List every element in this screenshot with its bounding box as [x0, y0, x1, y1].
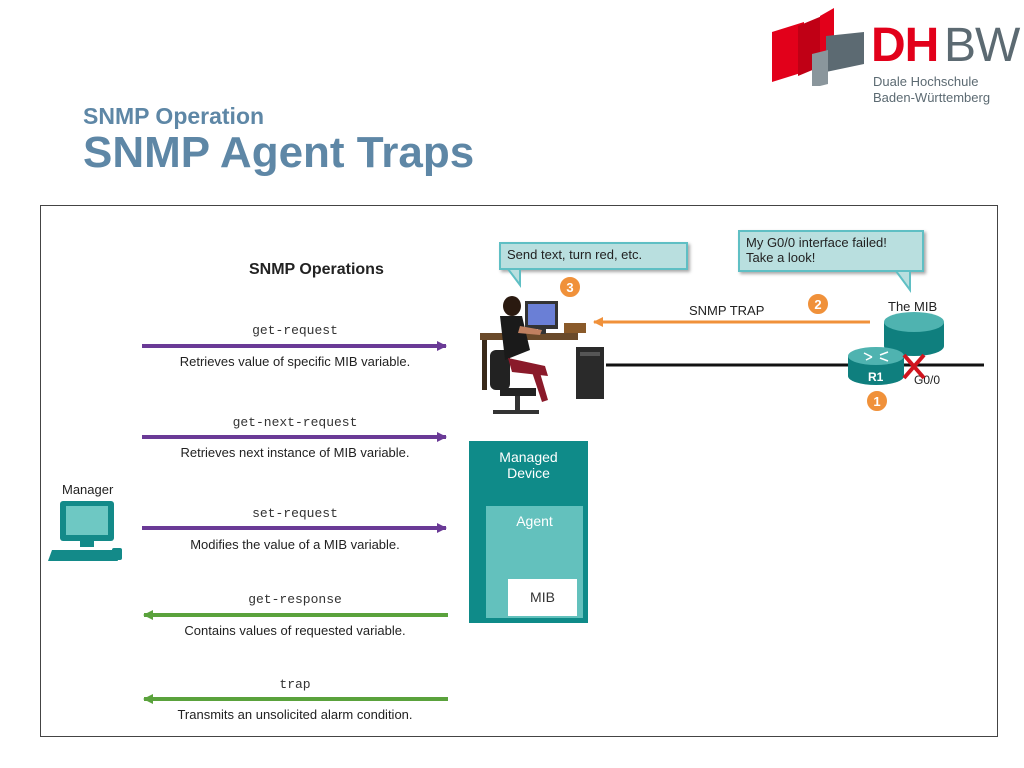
- logo-tagline-1: Duale Hochschule: [873, 74, 979, 89]
- admin-callout-text: Send text, turn red, etc.: [507, 247, 643, 262]
- mib-box: MIB: [507, 578, 578, 617]
- managed-device-label: Managed Device: [499, 449, 558, 481]
- mib-label: MIB: [530, 589, 555, 605]
- dhbw-logo: DH BW Duale Hochschule Baden-Württemberg: [768, 6, 1024, 106]
- router-name-label: R1: [868, 370, 884, 384]
- op-desc-set-request: Modifies the value of a MIB variable.: [190, 537, 400, 552]
- router-callout-tail: [894, 270, 911, 294]
- logo-tagline-2: Baden-Württemberg: [873, 90, 991, 105]
- slide-subtitle: SNMP Operation: [83, 103, 265, 129]
- op-desc-trap: Transmits an unsolicited alarm condition…: [177, 707, 413, 722]
- diagram-frame: [40, 205, 998, 737]
- op-desc-get-response: Contains values of requested variable.: [184, 623, 406, 638]
- manager-label: Manager: [62, 482, 114, 497]
- op-name-get-request: get-request: [252, 323, 338, 338]
- logo-text-dh: DH: [871, 19, 939, 72]
- step-badge-1-label: 1: [873, 394, 880, 409]
- logo-mark-icon: [772, 8, 864, 86]
- op-name-get-next-request: get-next-request: [232, 415, 358, 430]
- operations-heading: SNMP Operations: [249, 261, 384, 278]
- op-name-trap: trap: [279, 677, 311, 692]
- failure-x-icon: [902, 353, 926, 380]
- slide-title: SNMP Agent Traps: [83, 128, 475, 177]
- op-desc-get-next-request: Retrieves next instance of MIB variable.: [180, 445, 410, 460]
- the-mib-label: The MIB: [888, 299, 938, 314]
- snmp-trap-label: SNMP TRAP: [689, 303, 765, 318]
- router-callout: My G0/0 interface failed! Take a look!: [738, 230, 924, 272]
- step-badge-3-label: 3: [566, 280, 573, 295]
- person-at-desk-icon: [480, 296, 604, 414]
- op-name-set-request: set-request: [252, 506, 338, 521]
- step-badge-1: 1: [865, 389, 889, 413]
- logo-text-bw: BW: [944, 19, 1020, 72]
- router-icon: [848, 312, 944, 385]
- router-callout-line-2: Take a look!: [746, 250, 816, 265]
- agent-label: Agent: [516, 513, 553, 529]
- op-name-get-response: get-response: [248, 592, 342, 607]
- managed-device-box: Managed Device Agent MIB: [469, 441, 588, 623]
- step-badge-2: 2: [806, 292, 830, 316]
- step-badge-3: 3: [558, 275, 582, 299]
- op-desc-get-request: Retrieves value of specific MIB variable…: [179, 354, 411, 369]
- computer-icon: [48, 501, 122, 561]
- admin-callout-tail: [506, 268, 521, 288]
- router-callout-line-1: My G0/0 interface failed!: [746, 235, 887, 250]
- step-badge-2-label: 2: [814, 297, 821, 312]
- agent-box: Agent MIB: [486, 506, 583, 618]
- admin-callout: Send text, turn red, etc.: [499, 242, 688, 270]
